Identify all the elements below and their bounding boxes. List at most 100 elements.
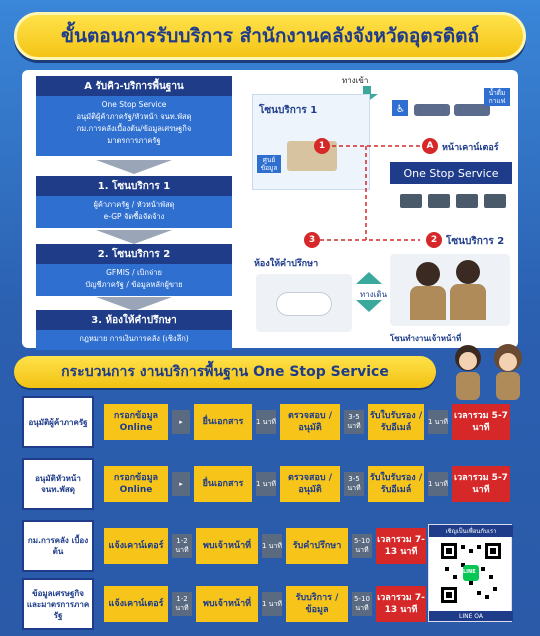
marker-a: A [422,138,438,154]
process-step: ตรวจสอบ /อนุมัติ [280,404,340,440]
process-row: อนุมัติผู้ค้าภาครัฐ กรอกข้อมูล Online ▸ … [22,396,522,448]
desk-row [400,194,510,214]
process-time: 5-10 นาที [352,592,372,616]
process-time: 1 นาที [256,410,276,434]
officer-body [450,284,486,320]
process-step: แจ้งเคาน์เตอร์ [104,528,168,564]
process-time: ▸ [172,410,190,434]
process-step: รับใบรับรอง /รับอีเมล์ [368,404,424,440]
water-coffee-badge: น้ำดื่ม กาแฟ [484,88,510,106]
svg-text:♿: ♿ [396,104,405,115]
flow-step-a-body: One Stop Service อนุมัติผู้ค้าภาครัฐ/หัว… [36,96,232,156]
process-title: กระบวนการ งานบริการพื้นฐาน One Stop Serv… [61,364,389,380]
flow-a-line: One Stop Service [101,100,167,109]
computer-icon [400,194,422,208]
flow-step-3: 3. ห้องให้คำปรึกษา กฎหมาย การเงินการคลัง… [36,310,232,350]
flow-step-2-body: GFMIS / เบิกจ่าย บัญชีภาครัฐ / ข้อมูลหลั… [36,264,232,296]
flow-step-3-title: 3. ห้องให้คำปรึกษา [36,310,232,330]
row-label: อนุมัติหัวหน้า จนท.พัสดุ [22,458,94,510]
service-overview-panel: A รับคิว-บริการพื้นฐาน One Stop Service … [22,70,518,350]
row-label: ข้อมูลเศรษฐกิจ และมาตรการภาครัฐ [22,578,94,630]
row-label: อนุมัติผู้ค้าภาครัฐ [22,396,94,448]
officer-zone-label: โซนทำงานเจ้าหน้าที่ [390,334,462,343]
walkway-arrows-icon [356,272,382,312]
process-row: อนุมัติหัวหน้า จนท.พัสดุ กรอกข้อมูล Onli… [22,458,522,510]
qr-caption-top: เชิญเป็นเพื่อนกับเรา [429,525,513,537]
total-time-badge: เวลารวม 7-13 นาที [376,528,426,564]
consult-room [256,274,352,332]
flow-step-2-title: 2. โซนบริการ 2 [36,244,232,264]
process-step: รับบริการ /ข้อมูล [286,586,348,622]
process-title-banner: กระบวนการ งานบริการพื้นฐาน One Stop Serv… [14,356,436,388]
flow-step-a-title: A รับคิว-บริการพื้นฐาน [36,76,232,96]
flow-step-1-title: 1. โซนบริการ 1 [36,176,232,196]
computer-icon [428,194,450,208]
process-time: 3-5 นาที [344,410,364,434]
zone-1-title: โซนบริการ 1 [259,105,318,116]
entry-label: ทางเข้า [342,76,369,85]
flow-step-2: 2. โซนบริการ 2 GFMIS / เบิกจ่าย บัญชีภาค… [36,244,232,296]
line-qr-card[interactable]: เชิญเป็นเพื่อนกับเรา LINE LINE OA [428,524,513,622]
computer-icon [484,194,506,208]
process-step: ยื่นเอกสาร [194,404,252,440]
process-step: กรอกข้อมูล Online [104,404,168,440]
officer-avatar [456,260,480,284]
down-arrow-icon [96,297,172,311]
qr-caption-bottom: LINE OA [429,611,513,621]
flow-a-line: มาตรการภาครัฐ [107,136,161,145]
flow-1-line: e-GP จัดซื้อจัดจ้าง [103,212,165,221]
consult-room-title: ห้องให้คำปรึกษา [254,259,319,269]
process-step: รับคำปรึกษา [286,528,348,564]
process-time: 1 นาที [428,410,448,434]
down-arrow-icon [96,160,172,174]
waiting-seats-icon: ♿ [392,100,490,116]
computer-icon [456,194,478,208]
process-time: 1 นาที [262,534,282,558]
meeting-table [276,292,332,316]
process-time: 1-2 นาที [172,534,192,558]
process-step: ตรวจสอบ /อนุมัติ [280,466,340,502]
zone-2-title: โซนบริการ 2 [446,236,505,247]
process-time: 3-5 นาที [344,472,364,496]
process-row: ข้อมูลเศรษฐกิจ และมาตรการภาครัฐ แจ้งเคาน… [22,578,522,630]
process-step: แจ้งเคาน์เตอร์ [104,586,168,622]
process-step: กรอกข้อมูล Online [104,466,168,502]
info-center-badge: ศูนย์ข้อมูล [257,155,281,173]
process-step: พบเจ้าหน้าที่ [196,528,258,564]
process-step: พบเจ้าหน้าที่ [196,586,258,622]
process-time: ▸ [172,472,190,496]
total-time-badge: เวลารวม 5-7 นาที [452,404,510,440]
floor-plan-diagram: ทางเข้า โซนบริการ 1 ศูนย์ข้อมูล 1 A หน้า… [250,74,512,344]
flow-3-line: กฎหมาย การเงินการคลัง (เชิงลึก) [79,334,189,343]
officer-zone [390,254,510,326]
flow-2-line: บัญชีภาครัฐ / ข้อมูลหลักผู้ขาย [85,280,183,289]
header-banner: ขั้นตอนการรับบริการ สำนักงานคลังจังหวัดอ… [14,12,526,60]
total-time-badge: เวลารวม 7-13 นาที [376,586,426,622]
counter-label: หน้าเคาน์เตอร์ [442,143,499,153]
marker-3: 3 [304,232,320,248]
service-zone-1: โซนบริการ 1 ศูนย์ข้อมูล [252,94,370,190]
flow-a-line: อนุมัติผู้ค้าภาครัฐ/หัวหน้า จนท.พัสดุ [76,112,192,121]
marker-1: 1 [314,138,330,154]
mascot-illustration [446,340,532,400]
process-time: 5-10 นาที [352,534,372,558]
one-stop-service-counter: One Stop Service [390,162,512,184]
process-time: 1 นาที [262,592,282,616]
flow-1-line: ผู้ค้าภาครัฐ / หัวหน้าพัสดุ [93,200,175,209]
total-time-badge: เวลารวม 5-7 นาที [452,466,510,502]
process-time: 1-2 นาที [172,592,192,616]
process-time: 1 นาที [428,472,448,496]
marker-2: 2 [426,232,442,248]
flow-step-3-body: กฎหมาย การเงินการคลัง (เชิงลึก) [36,330,232,350]
row-label: กม.การคลัง เบื้องต้น [22,520,94,572]
qr-code-icon[interactable] [439,541,503,605]
officer-body [410,286,446,320]
flow-step-a: A รับคิว-บริการพื้นฐาน One Stop Service … [36,76,232,156]
process-step: รับใบรับรอง /รับอีเมล์ [368,466,424,502]
flow-a-line: กม.การคลังเบื้องต้น/ข้อมูลเศรษฐกิจ [76,124,192,133]
down-arrow-icon [96,230,172,244]
page-title: ขั้นตอนการรับบริการ สำนักงานคลังจังหวัดอ… [60,25,480,47]
flow-step-1: 1. โซนบริการ 1 ผู้ค้าภาครัฐ / หัวหน้าพัส… [36,176,232,228]
flow-step-1-body: ผู้ค้าภาครัฐ / หัวหน้าพัสดุ e-GP จัดซื้อ… [36,196,232,228]
